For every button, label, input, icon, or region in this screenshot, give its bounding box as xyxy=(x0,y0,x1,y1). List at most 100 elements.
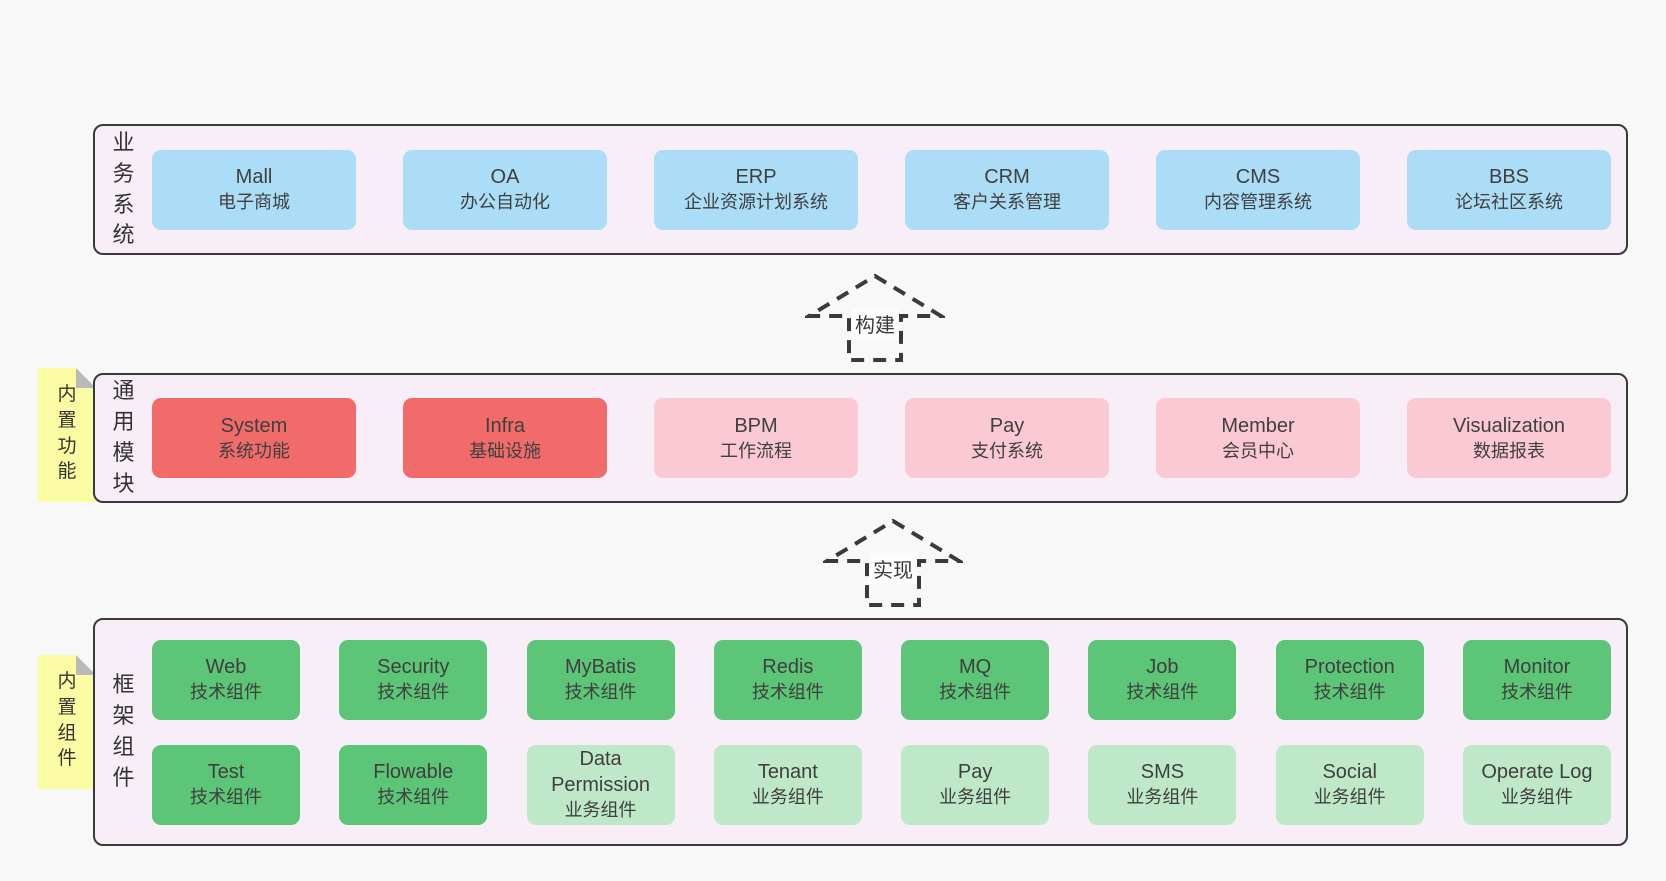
box-title: Redis xyxy=(762,656,814,678)
box-title: Test xyxy=(207,761,245,783)
box-oa: OA 办公自动化 xyxy=(403,149,607,230)
band-side-label: 业务系统 xyxy=(112,129,135,248)
box-subtitle: 技术组件 xyxy=(190,787,262,807)
arrow-label: 实现 xyxy=(869,553,917,584)
sticky-note-builtin-features: 内置功能 xyxy=(38,368,96,502)
box-title: Operate Log xyxy=(1481,761,1593,783)
box-title: OA xyxy=(490,166,520,188)
box-subtitle: 技术组件 xyxy=(1126,682,1199,702)
box-title: MyBatis xyxy=(565,656,637,678)
box-title: CRM xyxy=(984,166,1030,188)
box-title: ERP xyxy=(735,166,777,188)
box-title: Infra xyxy=(484,414,526,437)
box-crm: CRM 客户关系管理 xyxy=(905,149,1109,230)
box-subtitle: 技术组件 xyxy=(1500,682,1573,702)
box-redis: Redis 技术组件 xyxy=(713,639,862,720)
band-side-label: 通用模块 xyxy=(112,378,135,496)
box-title: Web xyxy=(205,656,247,678)
box-bpm: BPM 工作流程 xyxy=(654,398,858,478)
box-visualization: Visualization 数据报表 xyxy=(1407,398,1611,478)
box-title: BBS xyxy=(1488,166,1530,188)
box-system: System 系统功能 xyxy=(152,398,356,478)
box-mq: MQ 技术组件 xyxy=(901,639,1050,720)
box-pay: Pay 业务组件 xyxy=(901,744,1050,825)
band-side-label-container: 框架组件 xyxy=(95,620,152,844)
box-web: Web 技术组件 xyxy=(152,639,300,720)
box-subtitle: 技术组件 xyxy=(939,682,1012,702)
box-subtitle: 支付系统 xyxy=(971,440,1043,461)
box-tenant: Tenant 业务组件 xyxy=(713,744,862,825)
box-operate-log: Operate Log 业务组件 xyxy=(1462,744,1611,825)
box-title: Mall xyxy=(235,166,273,188)
box-bbs: BBS 论坛社区系统 xyxy=(1407,149,1611,230)
band-side-label: 框架组件 xyxy=(112,672,135,790)
up-arrow-icon xyxy=(823,518,963,607)
box-subtitle: 技术组件 xyxy=(751,682,824,702)
box-title: BPM xyxy=(734,414,778,437)
box-title: Security xyxy=(377,656,450,678)
box-subtitle: 技术组件 xyxy=(190,682,262,702)
box-protection: Protection 技术组件 xyxy=(1275,639,1424,720)
up-arrow-icon xyxy=(805,273,945,362)
box-subtitle: 会员中心 xyxy=(1222,440,1294,461)
box-title: Job xyxy=(1146,656,1179,678)
box-security: Security 技术组件 xyxy=(339,639,488,720)
box-title: Data Permission xyxy=(551,748,651,796)
dashed-up-arrow-build: 构建 xyxy=(805,272,945,364)
box-subtitle: 业务组件 xyxy=(1500,787,1573,807)
box-subtitle: 技术组件 xyxy=(564,682,637,702)
box-title: Tenant xyxy=(757,761,818,783)
sticky-note-label: 内置功能 xyxy=(57,384,77,483)
box-title: Flowable xyxy=(373,761,454,783)
box-subtitle: 电子商城 xyxy=(218,192,290,212)
arrow-label: 构建 xyxy=(851,308,899,339)
box-title: Protection xyxy=(1304,656,1395,678)
box-title: Visualization xyxy=(1453,414,1565,437)
box-title: SMS xyxy=(1140,761,1185,783)
box-subtitle: 数据报表 xyxy=(1473,440,1545,461)
box-title: CMS xyxy=(1235,166,1281,188)
box-subtitle: 技术组件 xyxy=(377,787,450,807)
box-subtitle: 客户关系管理 xyxy=(953,192,1061,212)
box-member: Member 会员中心 xyxy=(1156,398,1360,478)
box-erp: ERP 企业资源计划系统 xyxy=(654,149,858,230)
sticky-note-builtin-components: 内置组件 xyxy=(38,655,96,789)
dashed-up-arrow-implement: 实现 xyxy=(823,517,963,609)
box-subtitle: 业务组件 xyxy=(1313,787,1386,807)
box-title: Monitor xyxy=(1503,656,1571,678)
box-flowable: Flowable 技术组件 xyxy=(339,744,488,825)
box-subtitle: 论坛社区系统 xyxy=(1455,192,1563,212)
box-title: Pay xyxy=(957,761,993,783)
box-title: Member xyxy=(1221,414,1295,437)
box-title: MQ xyxy=(959,656,992,678)
band-business-systems: 业务系统 Mall 电子商城 OA 办公自动化 ERP 企业资源计划系统 CRM 客户关系管理… xyxy=(93,124,1628,255)
box-subtitle: 办公自动化 xyxy=(460,192,550,212)
box-subtitle: 业务组件 xyxy=(751,787,824,807)
box-subtitle: 技术组件 xyxy=(377,682,450,702)
box-data-permission: Data Permission 业务组件 xyxy=(526,744,675,825)
box-subtitle: 系统功能 xyxy=(218,440,290,461)
box-subtitle: 企业资源计划系统 xyxy=(684,192,828,212)
box-title: System xyxy=(220,414,288,437)
box-job: Job 技术组件 xyxy=(1088,639,1237,720)
band-side-label-container: 通用模块 xyxy=(95,375,152,501)
box-subtitle: 工作流程 xyxy=(720,440,792,461)
box-monitor: Monitor 技术组件 xyxy=(1462,639,1611,720)
sticky-note-label: 内置组件 xyxy=(57,671,77,770)
box-mybatis: MyBatis 技术组件 xyxy=(526,639,675,720)
band-side-label-container: 业务系统 xyxy=(95,126,152,253)
box-subtitle: 业务组件 xyxy=(564,800,637,820)
box-test: Test 技术组件 xyxy=(152,744,300,825)
box-subtitle: 技术组件 xyxy=(1313,682,1386,702)
box-subtitle: 业务组件 xyxy=(939,787,1012,807)
